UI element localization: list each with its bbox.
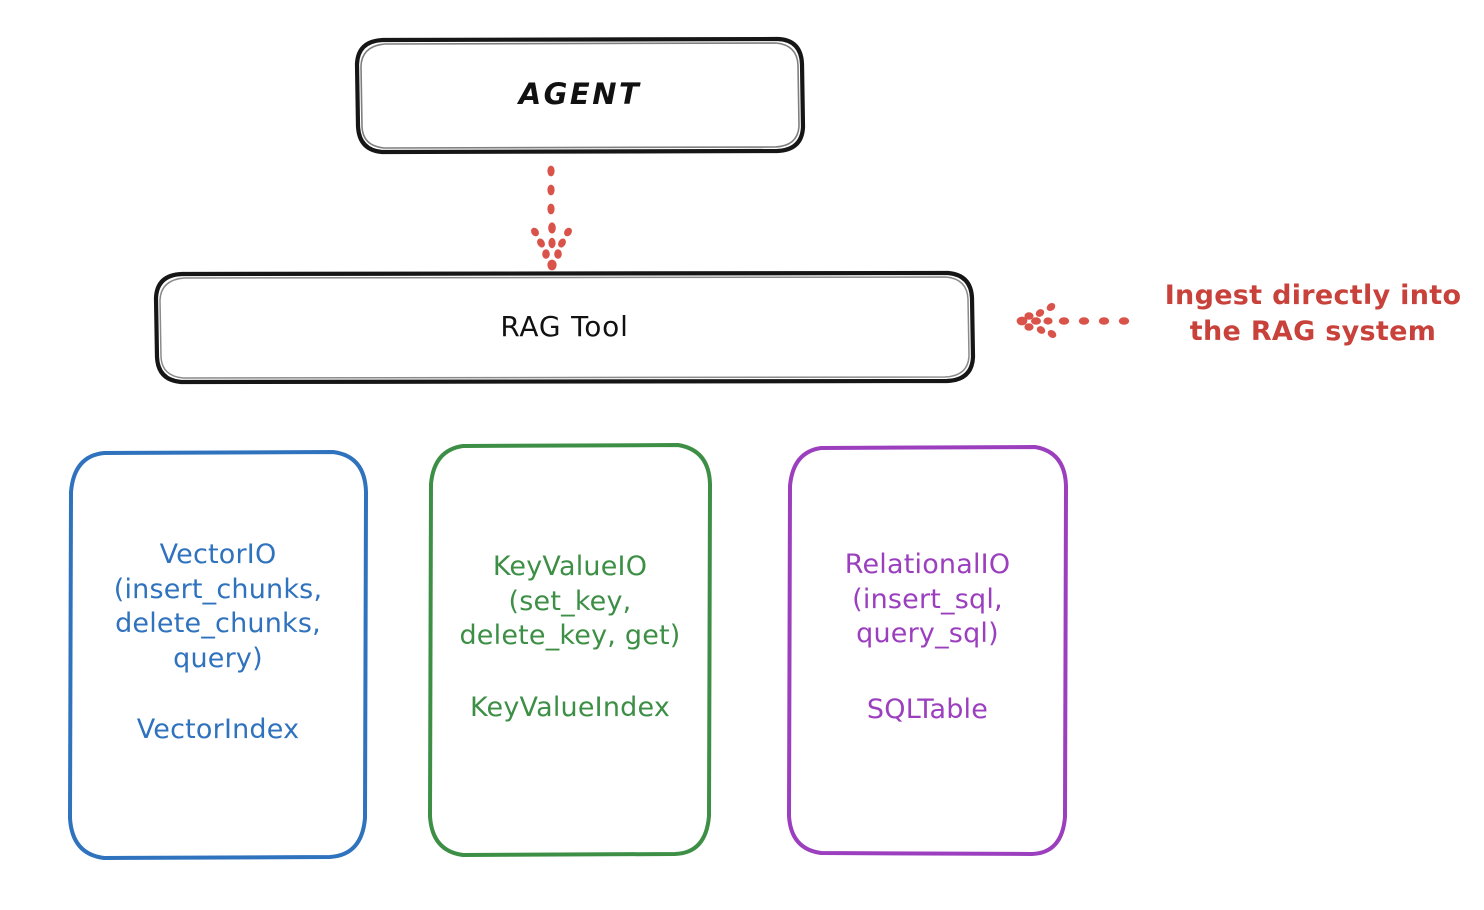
rag-tool-node[interactable]: RAG Tool: [156, 272, 973, 382]
relationalio-index-label: SQLTable: [866, 693, 989, 725]
vectorio-index-label: VectorIndex: [136, 714, 300, 746]
relationalio-node[interactable]: RelationalIO (insert_sql, query_sql) SQL…: [789, 447, 1066, 854]
keyvalueio-node[interactable]: KeyValueIO (set_key, delete_key, get) Ke…: [430, 445, 710, 855]
rag-tool-label: RAG Tool: [500, 309, 629, 343]
keyvalueio-box-shape: [428, 443, 712, 857]
vectorio-api-label: VectorIO (insert_chunks, delete_chunks, …: [113, 539, 323, 674]
relationalio-api-label: RelationalIO (insert_sql, query_sql): [844, 549, 1011, 650]
connector-annotation-to-ragtool: [1016, 303, 1130, 338]
vectorio-node[interactable]: VectorIO (insert_chunks, delete_chunks, …: [70, 452, 366, 858]
vectorio-box-shape: [68, 450, 368, 860]
connector-agent-to-ragtool: [531, 165, 572, 271]
rag-tool-box-shape: [153, 270, 976, 385]
ingest-annotation-text: Ingest directly into the RAG system: [1164, 280, 1462, 348]
relationalio-box-shape: [787, 445, 1068, 856]
agent-label: AGENT: [518, 77, 642, 112]
keyvalueio-api-label: KeyValueIO (set_key, delete_key, get): [459, 551, 681, 652]
agent-node[interactable]: AGENT: [357, 38, 803, 152]
keyvalueio-index-label: KeyValueIndex: [469, 691, 671, 723]
agent-box-shape: [354, 36, 806, 155]
